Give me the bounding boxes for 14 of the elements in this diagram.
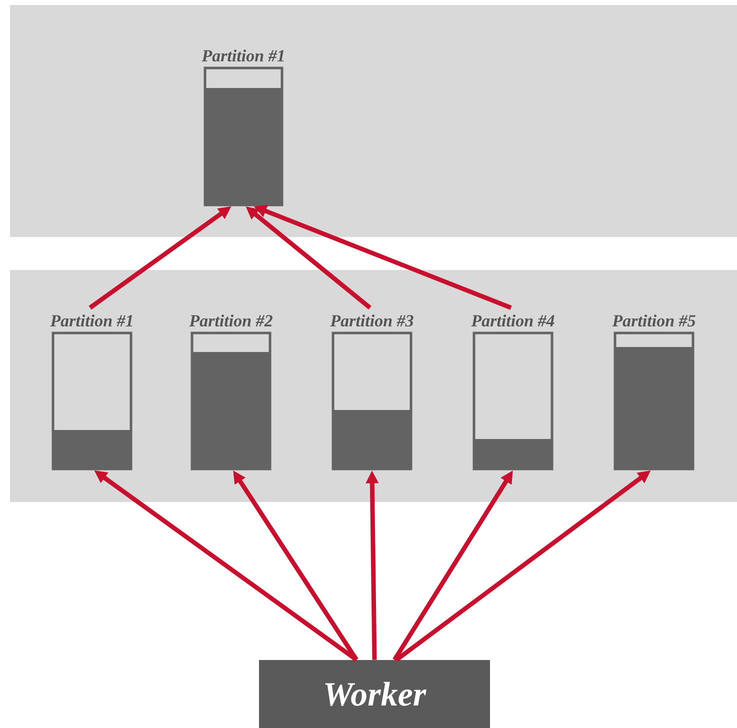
node-label: Partition #1 bbox=[202, 50, 284, 62]
node-label: Partition #1 bbox=[50, 314, 132, 327]
panel-background bbox=[10, 5, 737, 237]
node-label: Partition #4 bbox=[471, 314, 554, 327]
worker-box: Worker bbox=[259, 660, 490, 728]
partition-bar: Partition #2 bbox=[189, 314, 272, 470]
node-label: Partition #5 bbox=[612, 314, 696, 327]
node-label: Partition #2 bbox=[189, 314, 272, 327]
partition-bar: Partition #3 bbox=[330, 314, 414, 470]
partition-bar: Partition #5 bbox=[612, 314, 696, 470]
partition-bar: Partition #4 bbox=[471, 314, 554, 470]
node-label: Partition #3 bbox=[330, 314, 414, 327]
partition-bar: Partition #1 bbox=[50, 314, 132, 470]
partition-bar: Partition #1 bbox=[202, 50, 284, 206]
